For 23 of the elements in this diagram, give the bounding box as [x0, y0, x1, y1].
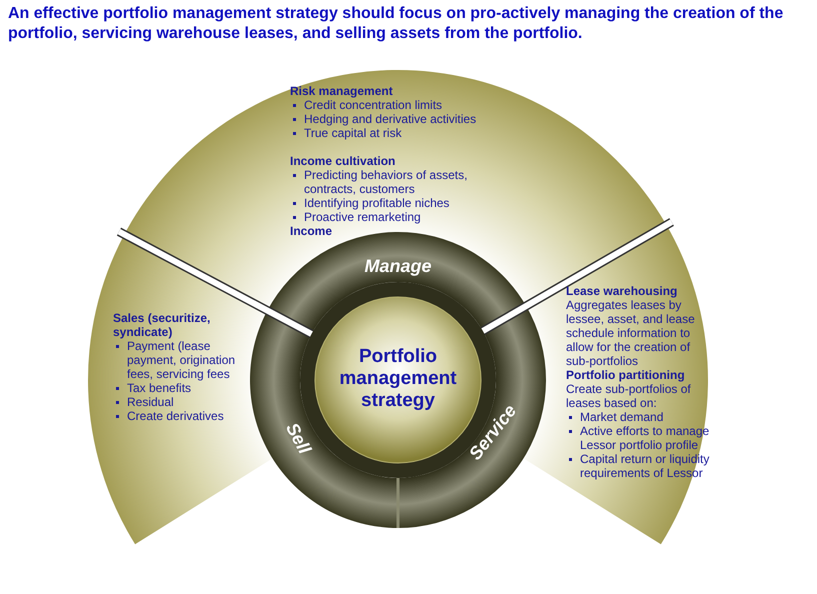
bullet-item: Market demand	[566, 410, 716, 424]
bullet-item: Hedging and derivative activities	[290, 112, 502, 126]
heading-text: Portfolio partitioning	[566, 368, 686, 382]
segment-label: Sell	[281, 418, 315, 458]
heading-text: Lease warehousing	[566, 284, 678, 298]
bullet-item: Payment (lease payment, origination fees, servicing fees	[113, 339, 243, 381]
bullet-item: Proactive remarketing	[290, 210, 502, 224]
heading-text: Risk management	[290, 84, 394, 98]
heading-text: Income cultivation	[290, 154, 396, 168]
heading-text: Sales (securitize, syndicate)	[113, 311, 212, 339]
bullet-item: Tax benefits	[113, 381, 243, 395]
body-text: Create sub-portfolios of leases based on:	[566, 382, 692, 410]
heading-text: Income	[290, 224, 334, 238]
bullet-item: Residual	[113, 395, 243, 409]
bullet-item: Predicting behaviors of assets, contracts, customers	[290, 168, 502, 196]
title-text: An effective portfolio management strategy should focus on pro-actively managing the creation of the portfolio, servicing warehouse leases, and selling assets from the portfolio.	[8, 4, 784, 44]
bullet-item: Identifying profitable niches	[290, 196, 502, 210]
bullet-item: True capital at risk	[290, 126, 502, 140]
segment-label: Manage	[364, 256, 432, 276]
center-label: Portfolio management strategy	[338, 346, 458, 412]
body-text: Aggregates leases by lessee, asset, and lease schedule information to allow for the creation of sub-portfolios	[566, 298, 696, 368]
bullet-item: Credit concentration limits	[290, 98, 502, 112]
bullet-item: Create derivatives	[113, 409, 243, 423]
